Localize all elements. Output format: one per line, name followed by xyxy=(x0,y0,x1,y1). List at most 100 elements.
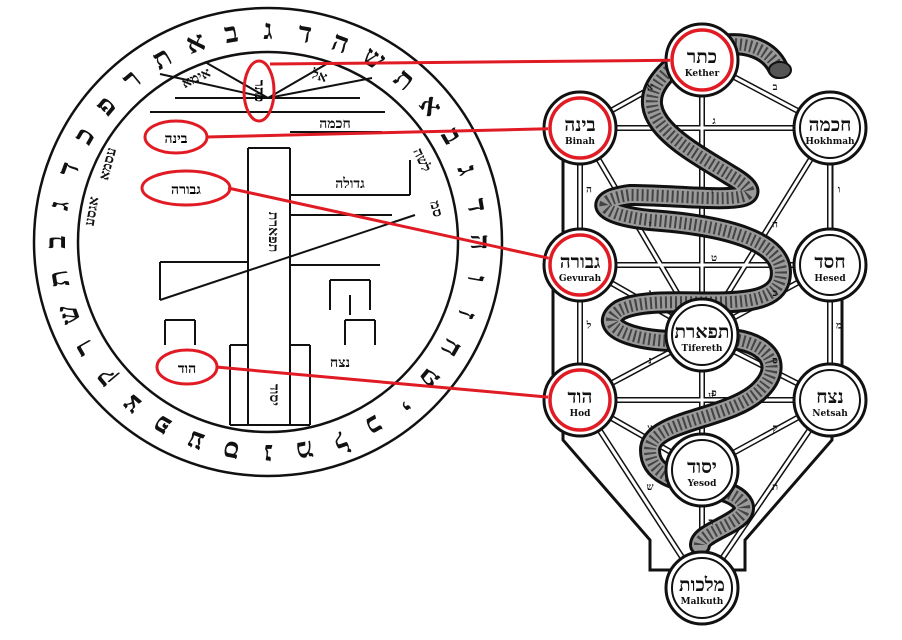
seal-label-left-mid: אגסע xyxy=(82,195,103,227)
seal-ring-letter: ת xyxy=(41,268,76,291)
seal-ring-letter: כ xyxy=(66,122,101,150)
seal-hod-label: הוד xyxy=(178,361,196,377)
sephirot: כתרKetherבינהBinahחכמהHokhmahגבורהGevura… xyxy=(542,22,868,626)
seal-outer-ring xyxy=(32,6,504,478)
seal-ring-letter: ס xyxy=(220,434,241,469)
path-letter: ד xyxy=(709,186,714,197)
connectors xyxy=(205,58,671,399)
connector-hod xyxy=(215,365,549,399)
path-letter: ע xyxy=(708,391,714,402)
sephirah-name: Gevurah xyxy=(559,274,602,284)
serpent xyxy=(594,33,792,556)
seal-label-netsah: נצח xyxy=(330,355,350,371)
serpent-head xyxy=(768,61,792,79)
seal-ring-letter: ג xyxy=(263,13,272,46)
seal-ring-letter: ת xyxy=(387,61,421,97)
sephirah-circle xyxy=(670,28,734,92)
serpent-scales xyxy=(599,38,787,547)
seal-ring-letter: פ xyxy=(147,408,177,444)
path-letter: י xyxy=(649,288,652,299)
seal-label-side-right-2: סמ xyxy=(426,199,446,219)
path-letter: ק xyxy=(772,423,777,434)
seal-inner-ring xyxy=(76,50,460,434)
sephirah-name: Yesod xyxy=(687,479,717,489)
seal-ring-letter: ד xyxy=(460,196,495,215)
sephirah-circle xyxy=(799,369,861,431)
seal-ring-letter: א xyxy=(412,88,449,123)
sephirah-hebrew: גבורה xyxy=(560,251,601,273)
path-letter: ט xyxy=(711,253,717,264)
seal-label-side-right-1: לשה xyxy=(409,146,434,175)
seal-label-el: אל xyxy=(308,66,329,86)
sephirah-circle xyxy=(548,368,612,432)
seal-label-imma: אימא xyxy=(179,65,213,92)
path-letter: ו xyxy=(838,185,841,196)
seal-ring-letter: ה xyxy=(327,24,353,61)
tree-path-inner-netsah-malkuth xyxy=(700,398,832,590)
seal-ring-letter: כ xyxy=(360,408,388,443)
seal-ring-letter: ב xyxy=(434,122,469,150)
path-letter: צ xyxy=(647,423,652,434)
path-letter: ש xyxy=(646,482,653,493)
seal-ring-letter: ח xyxy=(434,333,471,364)
seal-top-column-label: כתר xyxy=(251,80,267,102)
sephirah-name: Binah xyxy=(565,137,595,147)
sephirah-circle xyxy=(671,557,733,619)
path-letter: פ xyxy=(711,388,716,399)
sephirah-hebrew: נצח xyxy=(816,386,843,408)
seal-ring-letter: צ xyxy=(115,387,147,422)
path-letter: ח xyxy=(772,220,778,231)
sephirah-name: Hokhmah xyxy=(805,137,855,147)
seal-ring-letter: ש xyxy=(49,300,87,330)
sephirah-hebrew: כתר xyxy=(687,46,717,68)
seal-ring-letter: ג xyxy=(451,159,485,179)
seal-ring-letter: ש xyxy=(357,39,391,78)
seal-ring-letter: א xyxy=(181,24,209,61)
sephirah-hebrew: תפארת xyxy=(674,321,729,343)
sephirah-hebrew: יסוד xyxy=(687,456,717,478)
path-letter: נ xyxy=(648,356,651,367)
seal-ring-letter: ר xyxy=(116,62,148,96)
connector-binah xyxy=(205,127,549,139)
path-letter: כ xyxy=(773,288,778,299)
sephirah-circle xyxy=(799,234,861,296)
seal-binah-label: בינה xyxy=(164,131,187,147)
sephirah-name: Malkuth xyxy=(681,597,724,607)
seal-ring-letter: י xyxy=(391,390,418,420)
sephirah-hebrew: הוד xyxy=(568,386,593,408)
sephirah-name: Hod xyxy=(570,409,592,419)
seal-ring-letter: ג xyxy=(42,198,76,213)
path-letter: ת xyxy=(772,482,778,493)
path-letter: ב xyxy=(773,82,778,93)
seal-inner-labels: אימא אל חכמה גדולה עסמא אגסע לשה סמ תפאר… xyxy=(82,65,446,406)
path-letter: ר xyxy=(709,517,714,528)
seal-gevurah-label: גבורה xyxy=(171,182,201,198)
seal-ring-letter: ל xyxy=(329,424,354,460)
sephirah-name: Kether xyxy=(685,69,720,79)
sephirah-circle xyxy=(671,439,733,501)
sephirah-name: Tifereth xyxy=(682,344,723,354)
path-letter: ז xyxy=(649,220,652,231)
seal-ring-letter: ד xyxy=(51,157,87,181)
seal-top-column-highlight xyxy=(242,59,276,123)
seal-highlighted-labels: כתר בינה גבורה הוד xyxy=(140,59,276,386)
seal-ring-letter: ו xyxy=(460,272,494,285)
seal-ring-letter: ב xyxy=(39,235,72,249)
connector-gevurah xyxy=(227,186,550,260)
sephirah-name: Hesed xyxy=(814,274,846,284)
seal-label-hokhmah: חכמה xyxy=(319,116,350,132)
path-letter: ג xyxy=(712,116,716,127)
seal-ring-letter: ר xyxy=(66,334,101,362)
